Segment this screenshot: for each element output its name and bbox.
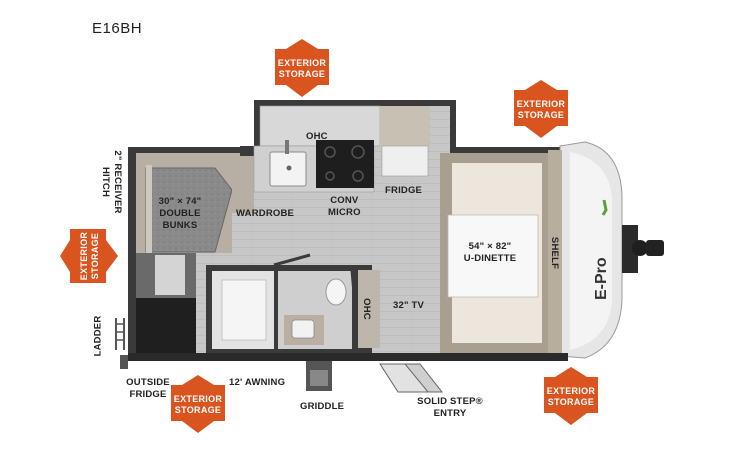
wardrobe <box>232 153 254 213</box>
ladder <box>115 318 125 350</box>
bathroom <box>206 253 380 355</box>
tongue-jack <box>622 225 638 273</box>
tv-label: 32" TV <box>393 300 425 311</box>
dinette-size: 54" × 82" <box>468 241 512 252</box>
bunks-size: 30" × 74" <box>158 196 202 207</box>
fridge-cabinet <box>380 106 430 146</box>
badge-line2: STORAGE <box>548 397 594 407</box>
ladder-label: LADDER <box>92 315 104 357</box>
badge-line2: STORAGE <box>175 405 221 415</box>
rear-bunks <box>128 153 233 355</box>
entry-label: SOLID STEP® ENTRY <box>410 396 490 420</box>
exterior-storage-badge-top-center: EXTERIOR STORAGE <box>275 39 329 97</box>
u-dinette <box>440 153 548 353</box>
bunks-line3: BUNKS <box>162 220 198 231</box>
exterior-storage-badge-left: EXTERIOR STORAGE <box>60 229 118 283</box>
hitch-ball <box>646 240 664 256</box>
conv-micro-label: CONV MICRO <box>328 195 361 219</box>
badge-line2: STORAGE <box>518 110 564 120</box>
receiver-hitch-label: 2" RECEIVER HITCH <box>99 147 123 217</box>
fridge <box>381 145 429 177</box>
outside-fridge-panel <box>120 355 128 369</box>
outside-fridge-line1: OUTSIDE <box>126 377 170 388</box>
receiver-line1: 2" RECEIVER <box>112 150 123 214</box>
bunks-line2: DOUBLE <box>159 208 201 219</box>
exterior-storage-badge-top-right: EXTERIOR STORAGE <box>514 80 568 138</box>
brand-logo: E-Pro <box>593 257 610 300</box>
badge-line2: STORAGE <box>279 69 325 79</box>
badge-line1: EXTERIOR <box>174 394 223 404</box>
exterior-storage-badge-bottom-left: EXTERIOR STORAGE <box>171 375 225 433</box>
shelf <box>548 150 562 355</box>
receiver-line2: HITCH <box>100 166 111 198</box>
dinette-name: U-DINETTE <box>463 253 517 264</box>
badge-line1: EXTERIOR <box>79 232 89 281</box>
outside-fridge-line2: FRIDGE <box>129 389 167 400</box>
shelf-label: SHELF <box>549 236 561 270</box>
conv-micro-line1: CONV <box>330 195 359 206</box>
cooktop <box>316 140 374 188</box>
entry-line1: SOLID STEP® <box>417 396 483 407</box>
model-name: E16BH <box>92 20 143 37</box>
awning-label: 12' AWNING <box>229 377 286 388</box>
outside-fridge-label: OUTSIDE FRIDGE <box>118 377 178 401</box>
ohc-side-cabinet <box>358 270 380 348</box>
dinette-label: 54" × 82" U-DINETTE <box>455 241 525 265</box>
front-nose-cap <box>548 141 664 359</box>
bunks-label: 30" × 74" DOUBLE BUNKS <box>155 196 205 232</box>
badge-line1: EXTERIOR <box>517 99 566 109</box>
conv-micro-line2: MICRO <box>328 207 361 218</box>
toilet <box>325 278 347 306</box>
entry-line2: ENTRY <box>433 408 467 419</box>
kitchen <box>253 105 430 193</box>
badge-line2: STORAGE <box>90 233 100 279</box>
ohc-side-label: OHC <box>360 298 372 320</box>
dinette-table <box>447 214 539 298</box>
exterior-storage-badge-bottom-right: EXTERIOR STORAGE <box>544 367 598 425</box>
ohc-top-label: OHC <box>306 131 328 142</box>
badge-line1: EXTERIOR <box>278 58 327 68</box>
hitch-coupler <box>632 240 648 256</box>
fridge-label: FRIDGE <box>385 185 423 196</box>
badge-line1: EXTERIOR <box>547 386 596 396</box>
griddle-label: GRIDDLE <box>300 401 345 412</box>
wardrobe-label: WARDROBE <box>236 208 295 219</box>
